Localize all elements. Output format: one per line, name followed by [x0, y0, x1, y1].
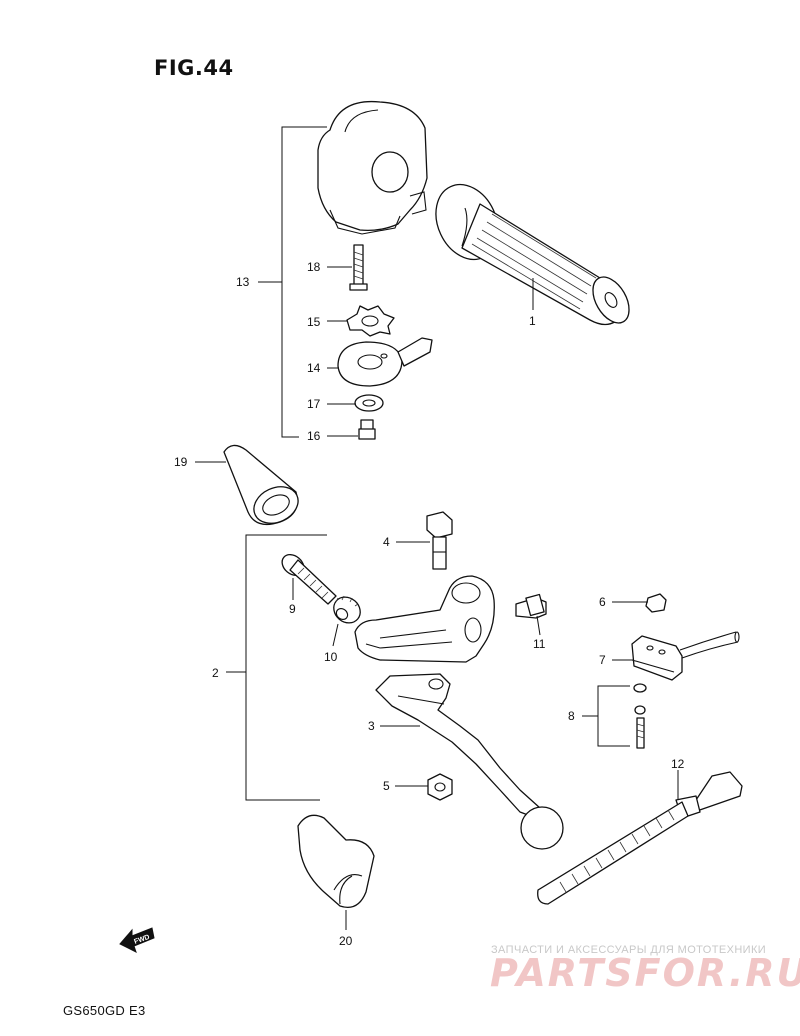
callout-16: 16 [307, 429, 321, 443]
knurled-nut-10[interactable] [329, 592, 366, 628]
callout-1: 1 [529, 314, 536, 328]
callout-15: 15 [307, 315, 321, 329]
switch-7[interactable] [631, 631, 740, 681]
screw-18[interactable] [349, 244, 368, 291]
group-13-bracket [258, 126, 327, 438]
watermark-brand: PARTSFOR.RU [490, 951, 800, 995]
cable-tie-12[interactable] [537, 771, 743, 905]
adjuster-bolt-9[interactable] [278, 550, 337, 605]
clutch-lever-3[interactable] [375, 673, 564, 850]
callout-11: 11 [533, 637, 546, 651]
callout-19: 19 [174, 455, 188, 469]
watermark-subtitle: ЗАПЧАСТИ И АКСЕССУАРЫ ДЛЯ МОТОТЕХНИКИ [491, 944, 767, 956]
bolt-16[interactable] [358, 419, 376, 440]
group-8-bracket [582, 685, 630, 747]
callout-3: 3 [368, 719, 375, 733]
nut-5[interactable] [427, 773, 453, 801]
callout-5: 5 [383, 779, 390, 793]
lever-boot-20[interactable] [297, 814, 375, 909]
pivot-bolt-4[interactable] [426, 511, 453, 570]
callout-4: 4 [383, 535, 390, 549]
leader-lines [195, 266, 679, 930]
callout-9: 9 [289, 602, 296, 616]
lock-washer-15[interactable] [346, 305, 395, 337]
bolt-11[interactable] [515, 593, 547, 619]
callout-7: 7 [599, 653, 606, 667]
lever-holder-bracket[interactable] [354, 575, 495, 663]
forward-arrow-icon: FWD [119, 927, 155, 953]
figure-title: FIG.44 [154, 56, 234, 80]
callout-18: 18 [307, 260, 321, 274]
washer-17[interactable] [354, 394, 384, 412]
callout-labels: 13 18 15 14 17 16 1 19 4 9 10 11 6 7 2 3… [174, 260, 685, 948]
callout-17: 17 [307, 397, 321, 411]
throttle-housing[interactable] [317, 100, 428, 235]
group-2-bracket [226, 534, 327, 801]
model-code: GS650GD E3 [63, 1003, 146, 1018]
callout-8: 8 [568, 709, 575, 723]
screw-6[interactable] [645, 593, 667, 613]
cone-boot-19[interactable] [223, 444, 304, 530]
callout-14: 14 [307, 361, 321, 375]
callout-10: 10 [324, 650, 338, 664]
callout-2: 2 [212, 666, 219, 680]
screw-set-8[interactable] [633, 683, 647, 749]
throttle-grip[interactable] [424, 174, 636, 329]
throttle-stop-14[interactable] [337, 337, 433, 387]
callout-6: 6 [599, 595, 606, 609]
callout-20: 20 [339, 934, 353, 948]
callout-12: 12 [671, 757, 685, 771]
callout-13: 13 [236, 275, 250, 289]
